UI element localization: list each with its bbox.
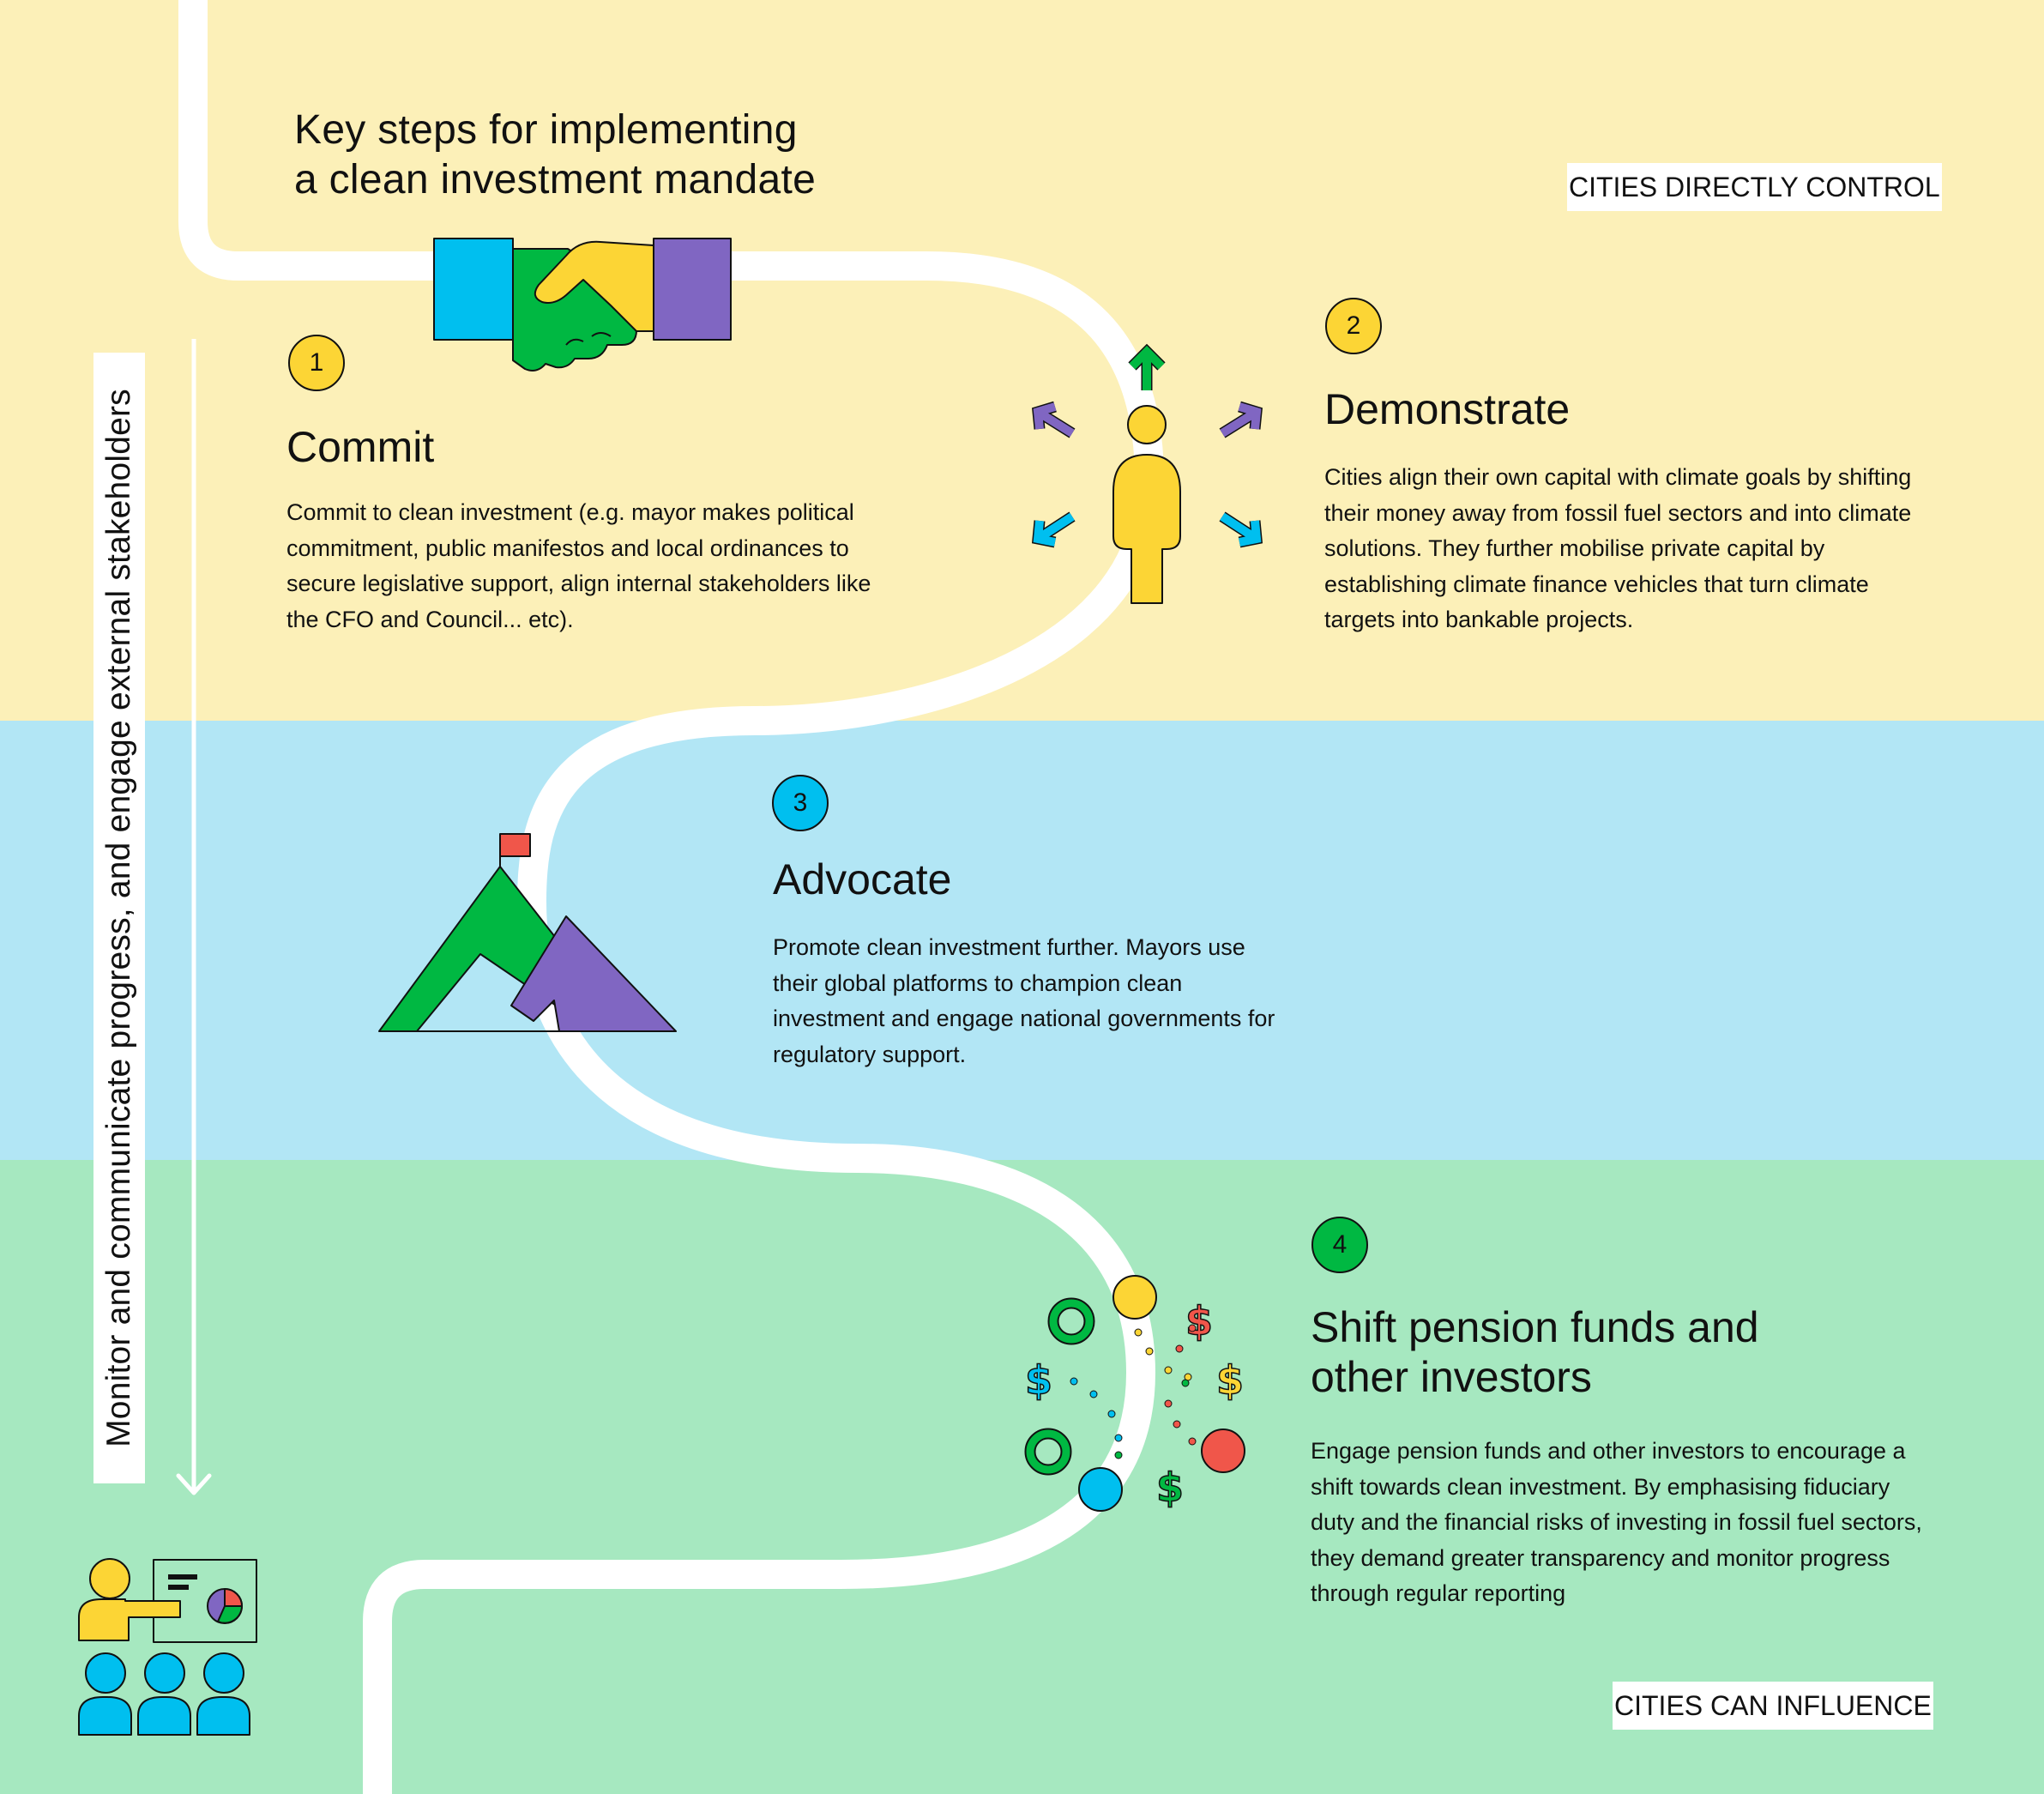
step-1-body: Commit to clean investment (e.g. mayor m… [286,499,871,632]
step-3-heading: Advocate [773,855,952,903]
step-4-body: Engage pension funds and other investors… [1311,1438,1922,1606]
zone-advocacy [0,721,2044,1160]
page-title-line-2: a clean investment mandate [294,157,817,202]
step-2-body: Cities align their own capital with clim… [1324,464,1912,632]
zone-tag-influence: CITIES CAN INFLUENCE [1613,1682,1933,1730]
step-1-heading: Commit [286,423,435,471]
step-4-heading-line-1: Shift pension funds and [1311,1303,1759,1351]
step-3-badge: 3 [772,775,829,831]
step-2-badge: 2 [1325,298,1382,354]
step-3-body: Promote clean investment further. Mayors… [773,934,1275,1067]
step-4-badge: 4 [1311,1217,1368,1273]
page-title-line-1: Key steps for implementing [294,107,798,153]
side-label-text: Monitor and communicate progress, and en… [100,389,137,1447]
step-4-heading-line-2: other investors [1311,1353,1592,1401]
step-1-badge: 1 [288,335,345,391]
side-label-box: Monitor and communicate progress, and en… [93,353,145,1483]
step-2-heading: Demonstrate [1324,385,1571,433]
zone-tag-direct-control: CITIES DIRECTLY CONTROL [1567,163,1942,211]
